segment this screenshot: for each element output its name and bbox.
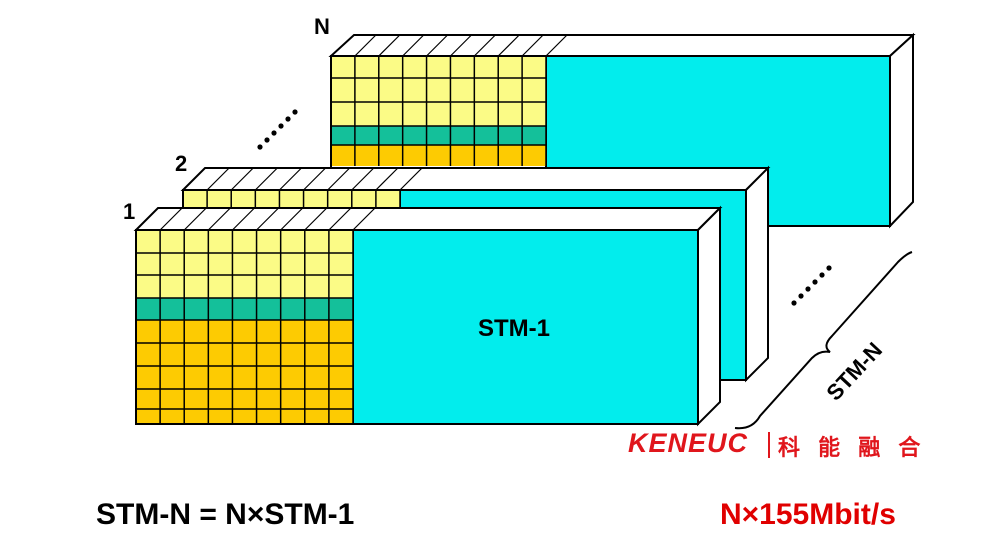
rate-label: N×155Mbit/s [720,498,896,531]
frame-n-top-face [328,34,916,57]
frame-2-top-hatch [206,167,423,191]
stm-n-brace-label: STM-N [821,337,887,405]
frame-1-top-hatch [159,207,376,231]
frame-label-1: 1 [123,199,136,224]
ellipsis-beside-brace [791,265,832,306]
payload-label-stm-1: STM-1 [478,315,550,342]
keneuc-logo-chinese: 科 能 融 合 [778,435,927,460]
frame-n-grid [331,56,547,166]
frame-1 [133,205,723,427]
keneuc-logo-text: KENEUC [628,428,749,458]
frame-1-grid [136,230,354,424]
frame-n-header-rows [331,56,546,126]
frame-2-top-face [180,167,771,191]
frame-2-header-rows [183,190,400,210]
frame-label-n: N [314,14,330,39]
frame-n-side-face [889,32,914,229]
ellipsis-between-frames [257,109,298,150]
frame-n-pointer-row [331,126,546,145]
frame-1-top-face [133,207,723,231]
frame-1-pointer-row [136,298,353,320]
equation-stm-n: STM-N = N×STM-1 [96,498,355,531]
frame-1-header-rows [136,230,353,298]
frame-2-side-face [745,165,769,383]
logo-separator [768,432,770,458]
frame-n-overhead-rows [331,145,546,166]
frame-n-top-hatch [354,34,568,57]
frame-1-side-face [697,205,721,427]
stm-n-brace [734,251,913,430]
frame-label-2: 2 [175,151,188,176]
frame-1-overhead-rows [136,320,353,424]
